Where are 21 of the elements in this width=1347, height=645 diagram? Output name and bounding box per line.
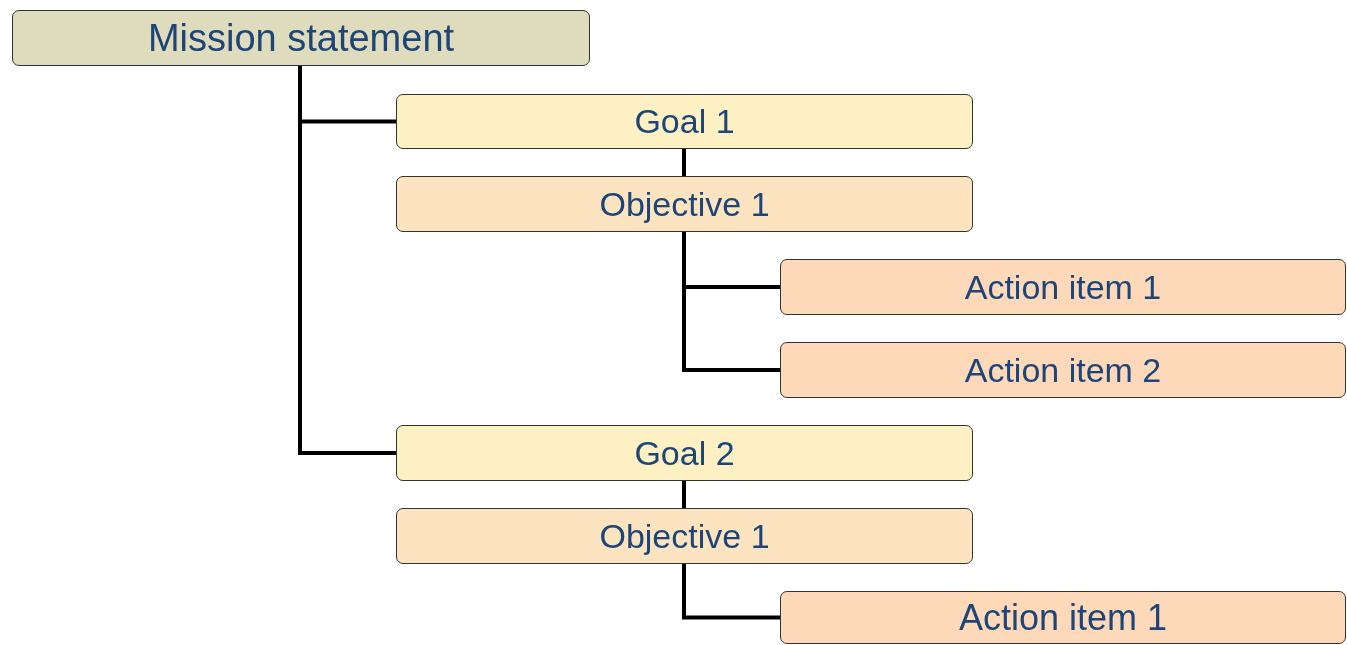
connector-line bbox=[682, 232, 780, 372]
node-label: Action item 2 bbox=[964, 350, 1162, 390]
node-label: Objective 1 bbox=[599, 184, 770, 224]
connector-line bbox=[682, 564, 780, 620]
plan-box bbox=[780, 591, 1346, 644]
connector-line bbox=[298, 66, 396, 455]
plan-box bbox=[396, 176, 973, 232]
node-label: Objective 1 bbox=[599, 516, 770, 556]
connector-line bbox=[682, 149, 686, 176]
plan-box bbox=[396, 508, 973, 564]
node-label: Goal 2 bbox=[634, 433, 735, 473]
node-label: Action item 1 bbox=[958, 596, 1168, 639]
plan-box bbox=[780, 342, 1346, 398]
plan-box bbox=[396, 94, 973, 149]
plan-box bbox=[396, 425, 973, 481]
mission-box bbox=[12, 10, 590, 66]
node-label: Action item 1 bbox=[964, 267, 1162, 307]
connector-line bbox=[682, 481, 686, 508]
plan-box bbox=[780, 259, 1346, 315]
node-label: Mission statement bbox=[147, 16, 455, 60]
node-label: Goal 1 bbox=[634, 102, 735, 141]
